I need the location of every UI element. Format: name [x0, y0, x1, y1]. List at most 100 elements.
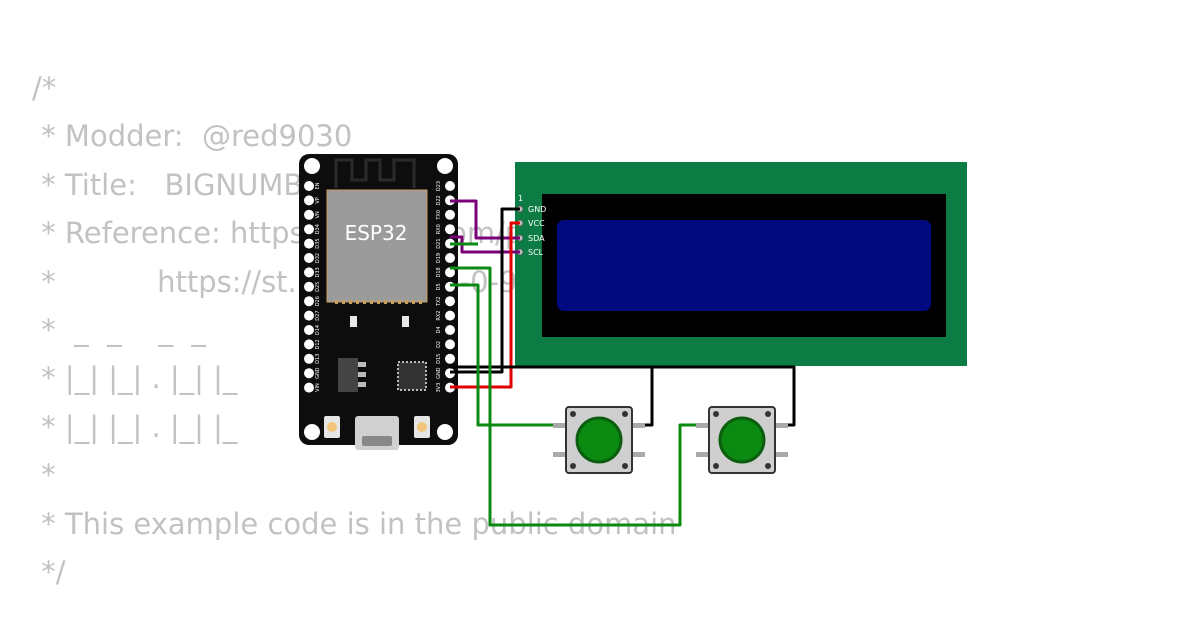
smd-pad	[350, 316, 357, 327]
esp32-pin-left[interactable]	[304, 339, 314, 350]
esp32-pin-label: D32	[315, 253, 321, 263]
esp32-pin-label: D26	[315, 296, 321, 306]
esp32-pin-label: D22	[436, 195, 442, 205]
esp32-pin-label: D25	[315, 282, 321, 292]
button-corner	[713, 463, 719, 469]
button-leg	[631, 452, 645, 457]
esp32-pin-left[interactable]	[304, 281, 314, 292]
mount-hole	[304, 424, 320, 440]
mount-hole	[437, 424, 453, 440]
esp32-pin-label: VIN	[315, 383, 321, 392]
comment-line: * Modder: @red9030	[32, 119, 353, 154]
esp32-pin-left[interactable]	[304, 238, 314, 249]
comment-line: */	[32, 554, 66, 589]
button-cap	[575, 416, 623, 464]
esp32-pin-right[interactable]	[445, 339, 455, 350]
esp32-module	[326, 189, 428, 303]
esp32-pin-left[interactable]	[304, 195, 314, 206]
esp32-right-pin-labels: D23D22TX0RX0D21D19D18D5TX2RX2D4D2D15GND3…	[436, 181, 442, 393]
esp32-pin-left[interactable]	[304, 353, 314, 364]
esp32-pin-left[interactable]	[304, 310, 314, 321]
button-leg	[553, 452, 567, 457]
lcd-pin-vcc-label: VCC	[528, 219, 545, 228]
esp32-pin-label: RX0	[436, 224, 442, 234]
comment-line: /*	[32, 71, 57, 105]
esp32-pin-label: D13	[315, 354, 321, 364]
button-leg	[774, 452, 788, 457]
comment-line: * |_| |_| . |_| |_	[32, 409, 238, 444]
wire-gnd-lcd[interactable]	[450, 207, 520, 374]
esp32-pin-right[interactable]	[445, 310, 455, 321]
smd-pad	[402, 316, 409, 327]
lcd-pin-scl-label: SCL	[528, 248, 544, 257]
esp32-pin-left[interactable]	[304, 368, 314, 379]
esp32-pin-label: D18	[436, 267, 442, 277]
wire-button1-signal[interactable]	[450, 283, 553, 427]
lcd-pin-number: 1	[518, 194, 523, 203]
button-corner	[765, 463, 771, 469]
esp32-pin-label: EN	[315, 182, 321, 189]
button-leg	[631, 423, 645, 428]
comment-line: *	[32, 458, 56, 493]
esp32-pin-label: 3V3	[436, 383, 442, 393]
lcd-screen	[557, 220, 931, 311]
esp32-pin-label: D23	[436, 181, 442, 191]
antenna-trace	[334, 158, 416, 188]
button-corner	[570, 463, 576, 469]
esp32-pin-left[interactable]	[304, 267, 314, 278]
regulator-tab	[358, 372, 366, 377]
esp32-pin-right[interactable]	[445, 253, 455, 263]
voltage-regulator	[338, 358, 358, 392]
esp32-pin-label: RX2	[436, 311, 442, 321]
usb-uart-chip	[397, 361, 427, 391]
esp32-pin-label: D33	[315, 267, 321, 277]
pushbutton-1[interactable]	[553, 406, 645, 474]
button-leg	[696, 452, 710, 457]
esp32-pin-right[interactable]	[445, 209, 455, 220]
esp32-pin-label: D34	[315, 224, 321, 234]
regulator-tab	[358, 382, 366, 387]
esp32-pin-right[interactable]	[445, 325, 455, 335]
esp32-left-pin-labels: ENVPVND34D35D32D33D25D26D27D14D12D13GNDV…	[315, 182, 321, 392]
esp32-pin-left[interactable]	[304, 325, 314, 335]
esp32-pin-right[interactable]	[445, 296, 455, 307]
esp32-pin-label: D14	[315, 325, 321, 335]
esp32-pin-label: D21	[436, 238, 442, 248]
esp32-pin-left[interactable]	[304, 296, 314, 307]
esp32-pin-right[interactable]	[445, 353, 455, 364]
button-leg	[774, 423, 788, 428]
esp32-pin-label: D12	[315, 339, 321, 349]
module-castellations	[335, 300, 422, 304]
esp32-pin-left[interactable]	[304, 181, 314, 191]
esp32-pin-right[interactable]	[445, 267, 455, 278]
wire-sda[interactable]	[450, 199, 520, 240]
esp32-board[interactable]: ESP32 ENVPVND34D35D32D33D25D26D27D14D12D…	[299, 154, 458, 450]
esp32-pin-left[interactable]	[304, 253, 314, 263]
lcd-module[interactable]: 1 GND VCC SDA SCL	[515, 162, 967, 366]
wire-gnd-button1[interactable]	[645, 367, 654, 427]
button-corner	[622, 463, 628, 469]
esp32-pin-label: D19	[436, 253, 442, 263]
esp32-pin-left[interactable]	[304, 382, 314, 393]
wire-button2-signal[interactable]	[450, 266, 696, 527]
lcd-pin-gnd-label: GND	[528, 205, 546, 214]
pushbutton-2[interactable]	[696, 406, 788, 474]
esp32-pin-left[interactable]	[304, 209, 314, 220]
button-corner	[765, 411, 771, 417]
esp32-pin-label: GND	[315, 367, 321, 379]
lcd-pin-sda-label: SDA	[528, 234, 545, 243]
esp32-pin-label: VP	[315, 197, 321, 203]
regulator-tab	[358, 362, 366, 367]
esp32-pin-label: D2	[436, 341, 442, 348]
esp32-right-pin-column	[445, 181, 455, 393]
esp32-pin-label: GND	[436, 367, 442, 379]
esp32-pin-label: VN	[315, 211, 321, 218]
wire-vcc-lcd[interactable]	[450, 221, 520, 389]
esp32-pin-right[interactable]	[445, 224, 455, 235]
esp32-pin-left[interactable]	[304, 224, 314, 235]
mount-hole	[304, 158, 320, 174]
esp32-pin-right[interactable]	[445, 181, 455, 191]
wire-gnd-buttons[interactable]	[450, 365, 796, 427]
esp32-pin-right[interactable]	[445, 281, 455, 292]
